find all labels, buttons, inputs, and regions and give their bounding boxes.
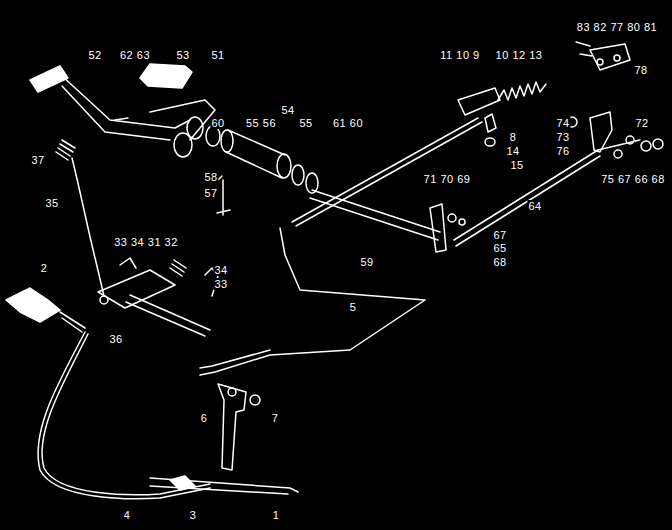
callout-number: 6 <box>200 412 209 424</box>
callout-number: 55 56 <box>245 117 277 129</box>
callout-number: 11 10 9 <box>439 49 480 61</box>
callout-number: 5 <box>349 301 358 313</box>
callout-number: 36 <box>108 333 123 345</box>
callout-number: 35 <box>44 197 59 209</box>
callout-number: 67 <box>492 229 507 241</box>
callout-number: 54 <box>280 104 295 116</box>
callout-number: 55 <box>298 117 313 129</box>
callout-number: 7 <box>271 412 280 424</box>
callout-number: 74 <box>555 117 570 129</box>
callout-number: 78 <box>633 64 648 76</box>
callout-number: 34 <box>213 264 228 276</box>
callout-number: 15 <box>509 159 524 171</box>
callout-number: 37 <box>30 154 45 166</box>
callout-number: 83 82 77 80 81 <box>576 21 658 33</box>
callout-number: 51 <box>210 49 225 61</box>
callout-number: 33 34 31 32 <box>113 236 179 248</box>
callout-number: 62 63 <box>119 49 151 61</box>
callout-number: 59 <box>359 256 374 268</box>
callout-number: 75 67 66 68 <box>600 173 666 185</box>
callout-number: 68 <box>492 256 507 268</box>
callout-number: 10 12 13 <box>495 49 544 61</box>
callout-number: 76 <box>555 145 570 157</box>
callout-number: 1 <box>272 509 281 521</box>
callout-number: 57 <box>203 187 218 199</box>
callout-number: 72 <box>634 117 649 129</box>
callout-number: 60 <box>210 117 225 129</box>
callout-number: 14 <box>505 145 520 157</box>
callout-number: 64 <box>527 200 542 212</box>
callout-number: 58 <box>203 171 218 183</box>
callout-number: 8 <box>509 131 518 143</box>
callout-number: 3 <box>189 509 198 521</box>
callout-number: 52 <box>87 49 102 61</box>
callout-number: 2 <box>40 262 49 274</box>
callout-number: 61 60 <box>332 117 364 129</box>
callout-number: 65 <box>492 242 507 254</box>
callout-number: 53 <box>175 49 190 61</box>
callout-number: 71 70 69 <box>423 173 472 185</box>
callout-number: 4 <box>123 509 132 521</box>
callout-number: 33 <box>213 278 228 290</box>
callout-number: 73 <box>555 131 570 143</box>
